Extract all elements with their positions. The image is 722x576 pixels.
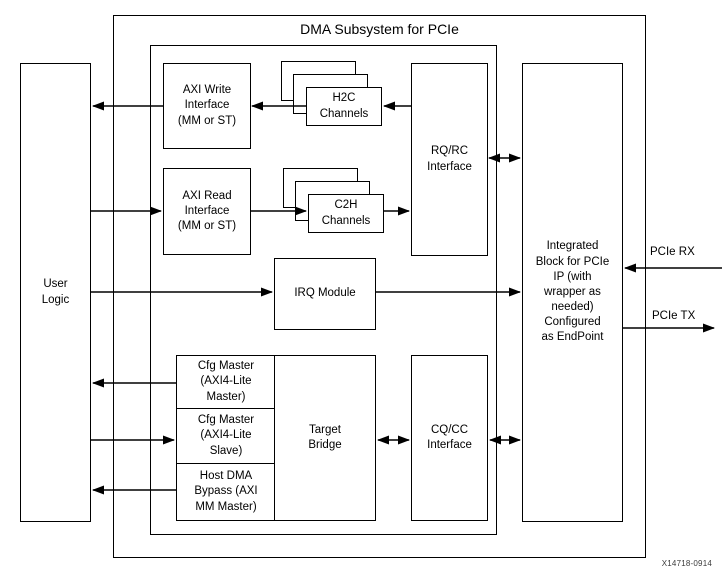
node-c2h-channels-label: C2H Channels	[321, 199, 371, 227]
cfg-bypass-stack: Cfg Master (AXI4-Lite Master) Cfg Master…	[176, 355, 275, 521]
node-host-dma-bypass: Host DMA Bypass (AXI MM Master)	[177, 463, 275, 520]
node-c2h-channels: C2H Channels	[308, 194, 384, 233]
node-integrated-pcie-block-label: Integrated Block for PCIe IP (with wrapp…	[535, 240, 610, 344]
node-target-bridge: Target Bridge	[274, 355, 376, 521]
node-rq-rc-interface-label: RQ/RC Interface	[427, 145, 472, 173]
node-axi-write-interface: AXI Write Interface (MM or ST)	[163, 63, 251, 149]
inner-frame-dma-engine	[150, 45, 497, 535]
node-user-logic-label: User Logic	[41, 278, 70, 306]
node-h2c-channels: H2C Channels	[306, 87, 382, 126]
node-host-dma-bypass-label: Host DMA Bypass (AXI MM Master)	[194, 470, 258, 513]
node-axi-read-interface: AXI Read Interface (MM or ST)	[163, 168, 251, 255]
figure-number: X14718-0914	[661, 559, 712, 568]
node-target-bridge-label: Target Bridge	[308, 423, 342, 451]
node-integrated-pcie-block: Integrated Block for PCIe IP (with wrapp…	[522, 63, 623, 522]
node-rq-rc-interface: RQ/RC Interface	[411, 63, 488, 256]
node-cfg-master-axi4-lite-master-label: Cfg Master (AXI4-Lite Master)	[197, 360, 255, 403]
node-h2c-channels-label: H2C Channels	[319, 92, 369, 120]
port-label-pcie-tx: PCIe TX	[652, 310, 696, 322]
node-irq-module: IRQ Module	[274, 258, 376, 330]
node-user-logic: User Logic	[20, 63, 91, 522]
node-axi-read-interface-label: AXI Read Interface (MM or ST)	[177, 189, 237, 233]
port-label-pcie-rx: PCIe RX	[650, 246, 695, 258]
node-cfg-master-axi4-lite-master: Cfg Master (AXI4-Lite Master)	[177, 356, 275, 408]
node-cq-cc-interface-label: CQ/CC Interface	[427, 423, 472, 451]
node-cq-cc-interface: CQ/CC Interface	[411, 355, 488, 521]
node-cfg-master-axi4-lite-slave: Cfg Master (AXI4-Lite Slave)	[177, 408, 275, 463]
diagram-title: DMA Subsystem for PCIe	[300, 21, 459, 37]
outer-frame-dma-subsystem	[113, 15, 646, 558]
node-irq-module-label: IRQ Module	[294, 287, 356, 300]
node-cfg-master-axi4-lite-slave-label: Cfg Master (AXI4-Lite Slave)	[197, 414, 255, 457]
node-axi-write-interface-label: AXI Write Interface (MM or ST)	[177, 84, 237, 127]
